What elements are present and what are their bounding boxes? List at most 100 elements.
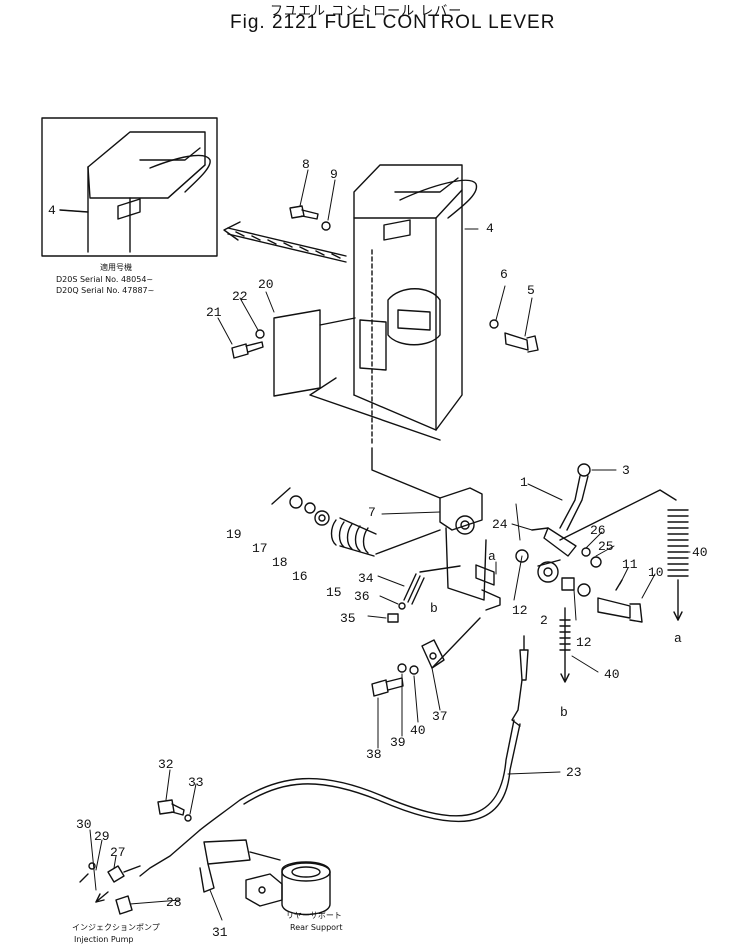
washer-37 xyxy=(397,663,407,673)
bolt-30 xyxy=(157,799,185,816)
label-27: 29 xyxy=(94,829,110,844)
label-32: 34 xyxy=(358,571,374,586)
label-31: 33 xyxy=(188,775,204,790)
washer-31 xyxy=(184,814,192,822)
pin-26 xyxy=(115,895,133,915)
rear-support xyxy=(245,861,331,916)
injection-pump-jp: インジェクションポンプ xyxy=(72,923,160,932)
label-39: 40 xyxy=(604,667,620,682)
label-38: 40 xyxy=(410,723,426,738)
pin-17 xyxy=(271,487,291,505)
label-28: 30 xyxy=(76,817,92,832)
inset-frame xyxy=(41,117,218,257)
washer-9 xyxy=(321,221,331,231)
label-10: 10 xyxy=(648,565,664,580)
nut-33 xyxy=(387,613,399,623)
washer-12a xyxy=(515,549,529,563)
label-12a: 12 xyxy=(512,603,528,618)
label-25: 27 xyxy=(110,845,126,860)
pin-22 xyxy=(531,527,549,531)
label-12b: 12 xyxy=(576,635,592,650)
spring-40 xyxy=(559,489,689,621)
label-40: 40 xyxy=(692,545,708,560)
inset-serial-1: D20S Serial No. 48054~ xyxy=(56,275,153,284)
bolt-8 xyxy=(289,205,319,220)
clip-27 xyxy=(88,862,96,870)
label-29: 31 xyxy=(212,925,228,940)
label-17: 19 xyxy=(226,527,242,542)
inset-serial-2: D20Q Serial No. 47887~ xyxy=(56,286,154,295)
rear-support-jp: リヤーサポート xyxy=(286,911,342,920)
inset-applicability: 適用号機 xyxy=(100,262,132,272)
label-23: 25 xyxy=(598,539,614,554)
label-9: 9 xyxy=(330,167,338,182)
view-arrow xyxy=(223,221,347,263)
collar-2 xyxy=(561,577,575,591)
label-18: 20 xyxy=(258,277,274,292)
label-36: 38 xyxy=(366,747,382,762)
label-19: 21 xyxy=(206,305,222,320)
label-8: 8 xyxy=(302,157,310,172)
label-30: 32 xyxy=(158,757,174,772)
spring-13 xyxy=(330,517,377,557)
washer-6 xyxy=(489,319,499,329)
injection-pump-en: Injection Pump xyxy=(74,935,133,944)
pump-arrow xyxy=(95,891,109,903)
label-33: 35 xyxy=(340,611,356,626)
cap-14 xyxy=(314,510,330,526)
label-7: 7 xyxy=(368,505,376,520)
label-13: 15 xyxy=(326,585,342,600)
spring-leader xyxy=(375,529,441,555)
label-2: 2 xyxy=(540,613,548,628)
mark-a-spring: a xyxy=(674,631,682,646)
label-21: 23 xyxy=(566,765,582,780)
leader-lines xyxy=(59,169,691,921)
nut-23 xyxy=(590,556,602,568)
joint-25 xyxy=(107,865,141,883)
label-3: 3 xyxy=(622,463,630,478)
label-20: 22 xyxy=(232,289,248,304)
label-1: 1 xyxy=(520,475,528,490)
spring-32 xyxy=(403,565,461,605)
nut-15 xyxy=(289,495,303,509)
bolt-5 xyxy=(504,332,539,353)
washer-24 xyxy=(581,547,591,557)
label-14: 16 xyxy=(292,569,308,584)
washer-34 xyxy=(398,602,406,610)
console-housing xyxy=(309,164,478,499)
cover-leader xyxy=(319,317,356,326)
label-22: 24 xyxy=(492,517,508,532)
label-11: 11 xyxy=(622,557,638,572)
label-35: 37 xyxy=(432,709,448,724)
part-labels: 4 4 8 9 5 6 20 22 21 7 3 1 24 40 10 11 2… xyxy=(48,157,708,944)
title-japanese: フユエル コントロール レバー xyxy=(270,4,463,19)
bracket-35 xyxy=(421,617,481,669)
label-16: 18 xyxy=(272,555,288,570)
label-26: 28 xyxy=(166,895,182,910)
bracket-7 xyxy=(439,487,501,611)
washer-12b xyxy=(577,583,591,597)
bolt-36 xyxy=(371,677,404,697)
title-english: Fig. 2121 FUEL CONTROL LEVER xyxy=(230,12,556,33)
mark-b-bracket: b xyxy=(430,601,438,616)
clamp-29 xyxy=(199,839,281,893)
rear-support-en: Rear Support xyxy=(290,923,342,932)
lever-1 xyxy=(537,463,591,583)
bolt-10 xyxy=(597,597,643,623)
mark-a-bracket: a xyxy=(488,549,496,564)
mark-b-spring: b xyxy=(560,705,568,720)
label-4-inset: 4 xyxy=(48,203,56,218)
pin-28 xyxy=(79,873,89,883)
cable-21 xyxy=(139,635,529,877)
spring-39 xyxy=(559,607,571,683)
side-cover-18 xyxy=(273,309,321,397)
washer-16 xyxy=(304,502,316,514)
washer-38 xyxy=(409,665,419,675)
washer-20 xyxy=(255,329,265,339)
label-15: 17 xyxy=(252,541,268,556)
label-37: 39 xyxy=(390,735,406,750)
label-24: 26 xyxy=(590,523,606,538)
label-4: 4 xyxy=(486,221,494,236)
